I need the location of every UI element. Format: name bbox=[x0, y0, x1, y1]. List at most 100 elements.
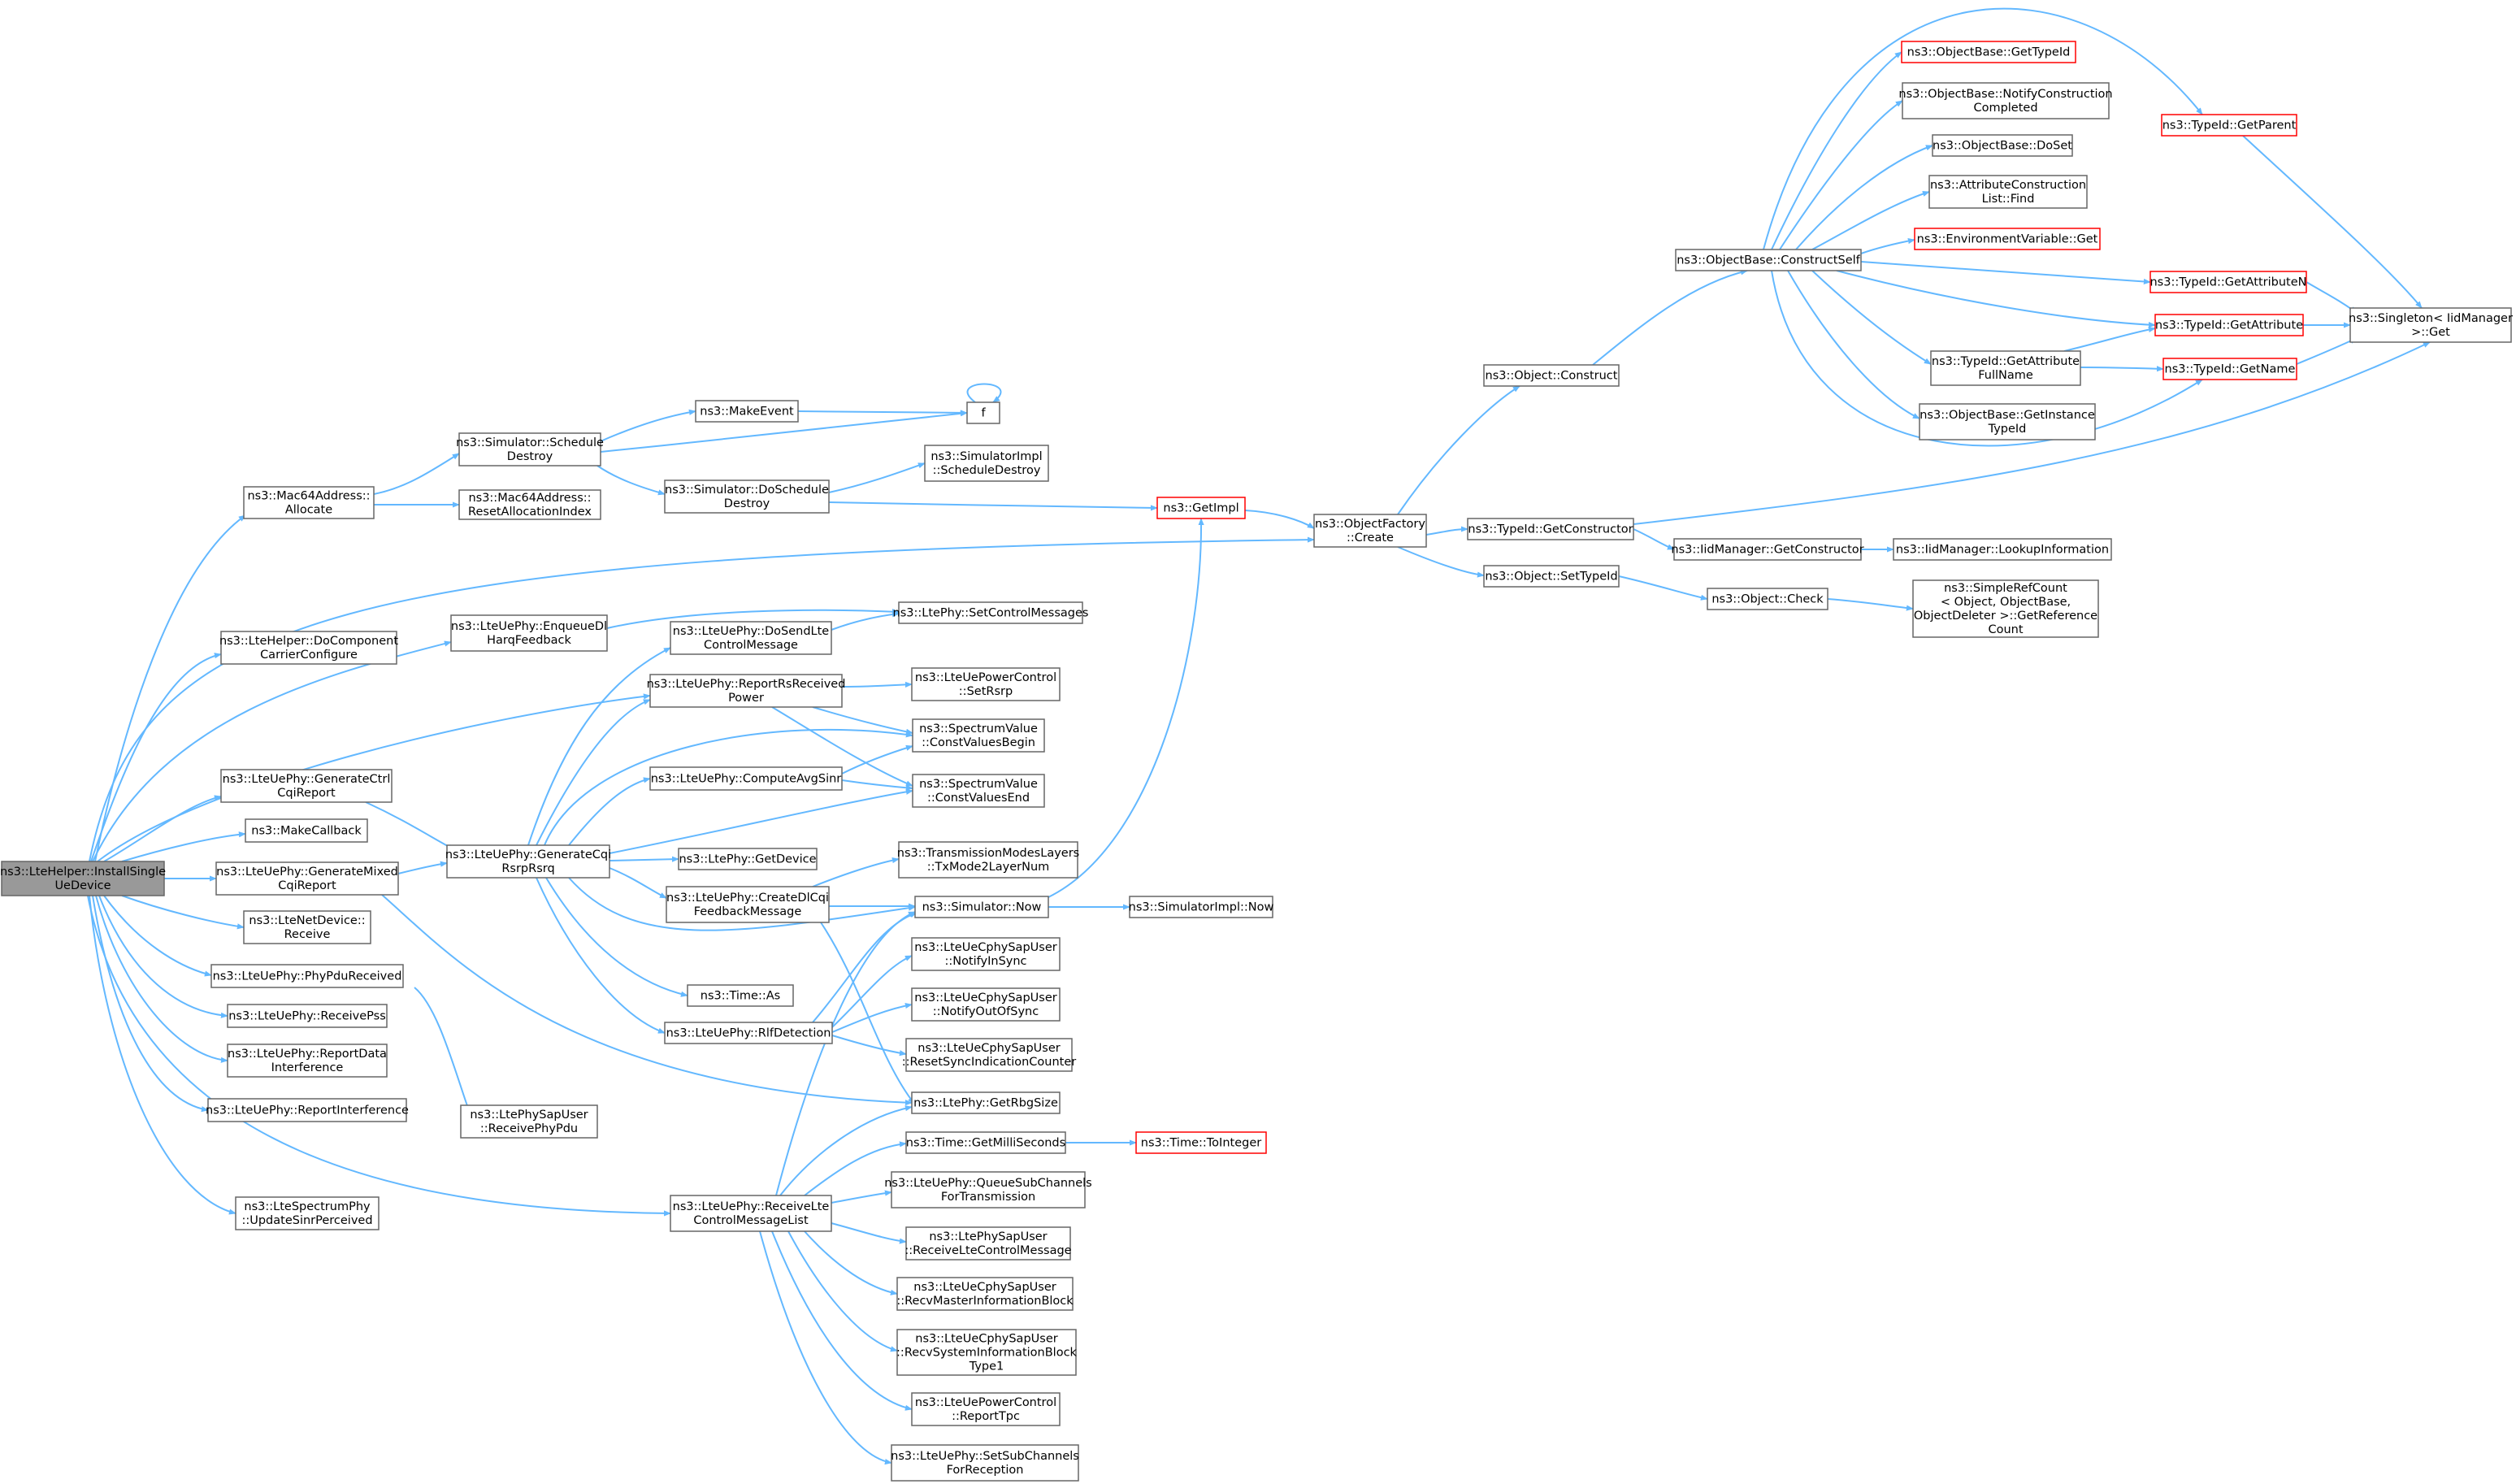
node-recvpss[interactable]: ns3::LteUePhy::ReceivePss bbox=[227, 1004, 388, 1028]
node-box bbox=[911, 1091, 1061, 1114]
node-phypdu[interactable]: ns3::LteUePhy::PhyPduReceived bbox=[210, 964, 404, 988]
node-box bbox=[891, 1444, 1079, 1482]
node-cv_end[interactable]: ns3::SpectrumValue::ConstValuesEnd bbox=[912, 774, 1045, 808]
edge-root-to-rep_intf bbox=[92, 895, 209, 1113]
node-label: ForReception bbox=[947, 1464, 1024, 1477]
node-recv_ctrl[interactable]: ns3::LteUePhy::ReceiveLteControlMessageL… bbox=[670, 1195, 832, 1232]
node-sim_now[interactable]: ns3::Simulator::Now bbox=[914, 896, 1049, 918]
node-recv_mib[interactable]: ns3::LteUeCphySapUser::RecvMasterInforma… bbox=[896, 1277, 1074, 1311]
node-obj_check[interactable]: ns3::Object::Check bbox=[1707, 588, 1828, 610]
edge-root-to-mac_alloc bbox=[94, 514, 246, 862]
node-box bbox=[670, 1195, 832, 1232]
node-obj_construct[interactable]: ns3::Object::Construct bbox=[1483, 364, 1620, 387]
node-label: ns3::Object::Construct bbox=[1486, 370, 1618, 383]
node-make_event[interactable]: ns3::MakeEvent bbox=[695, 400, 799, 423]
node-get_impl[interactable]: ns3::GetImpl bbox=[1156, 497, 1246, 519]
node-label: Count bbox=[1988, 623, 2023, 636]
edge-tid_getctor-to-singleton bbox=[1633, 341, 2431, 525]
node-reset_sync[interactable]: ns3::LteUeCphySapUser::ResetSyncIndicati… bbox=[902, 1038, 1077, 1072]
node-simimpl_now[interactable]: ns3::SimulatorImpl::Now bbox=[1129, 896, 1274, 918]
node-getdevice[interactable]: ns3::LtePhy::GetDevice bbox=[678, 848, 818, 870]
node-obj_settid[interactable]: ns3::Object::SetTypeId bbox=[1483, 565, 1620, 588]
node-label: ::ReceivePhyPdu bbox=[480, 1122, 578, 1135]
node-spec_upd[interactable]: ns3::LteSpectrumPhy::UpdateSinrPerceived bbox=[235, 1196, 380, 1230]
node-label: ns3::LteUeCphySapUser bbox=[913, 1281, 1056, 1294]
node-rep_intf[interactable]: ns3::LteUePhy::ReportInterference bbox=[206, 1098, 409, 1122]
node-tid_getattrn[interactable]: ns3::TypeId::GetAttributeN bbox=[2149, 271, 2307, 293]
edge-comp_avg-to-cv_begin bbox=[841, 744, 913, 775]
node-label: ns3::SpectrumValue bbox=[919, 778, 1038, 791]
node-label: >::Get bbox=[2411, 326, 2450, 339]
node-sched_destroy[interactable]: ns3::Simulator::ScheduleDestroy bbox=[456, 432, 604, 466]
edge-root-to-rep_data bbox=[95, 895, 228, 1063]
node-tid_getattr[interactable]: ns3::TypeId::GetAttribute bbox=[2154, 314, 2304, 336]
node-rbg[interactable]: ns3::LtePhy::GetRbgSize bbox=[911, 1091, 1061, 1114]
node-set_ctrl[interactable]: ns3::LtePhy::SetControlMessages bbox=[893, 601, 1089, 624]
node-txmode[interactable]: ns3::TransmissionModesLayers::TxMode2Lay… bbox=[897, 841, 1079, 879]
node-box bbox=[1467, 518, 1634, 540]
node-make_cb[interactable]: ns3::MakeCallback bbox=[245, 818, 368, 843]
node-simpleref[interactable]: ns3::SimpleRefCount< Object, ObjectBase,… bbox=[1912, 579, 2099, 638]
node-ob_notify[interactable]: ns3::ObjectBase::NotifyConstructionCompl… bbox=[1898, 82, 2113, 119]
node-label: ns3::Simulator::Now bbox=[922, 901, 1042, 914]
node-simimpl_sd[interactable]: ns3::SimulatorImpl::ScheduleDestroy bbox=[924, 445, 1049, 482]
node-netdev_recv[interactable]: ns3::LteNetDevice::Receive bbox=[243, 910, 371, 944]
node-singleton[interactable]: ns3::Singleton< IidManager>::Get bbox=[2349, 307, 2513, 343]
node-label: ns3::LteUePhy::ReceiveLte bbox=[673, 1200, 830, 1213]
node-label: Destroy bbox=[724, 497, 770, 510]
node-ob_doset[interactable]: ns3::ObjectBase::DoSet bbox=[1932, 134, 2073, 157]
node-env_get[interactable]: ns3::EnvironmentVariable::Get bbox=[1914, 228, 2101, 250]
node-lh_docc[interactable]: ns3::LteHelper::DoComponentCarrierConfig… bbox=[219, 631, 398, 665]
node-f[interactable]: f bbox=[966, 401, 1000, 424]
edge-root-to-gen_ctrl bbox=[103, 795, 222, 862]
node-iid_lookup[interactable]: ns3::IidManager::LookupInformation bbox=[1893, 538, 2112, 561]
node-comp_avg[interactable]: ns3::LteUePhy::ComputeAvgSinr bbox=[649, 766, 843, 791]
edge-ob_cs-to-env_get bbox=[1860, 237, 1915, 254]
node-box bbox=[243, 910, 371, 944]
node-milli[interactable]: ns3::Time::GetMilliSeconds bbox=[905, 1131, 1066, 1154]
node-rep_tpc[interactable]: ns3::LteUePowerControl::ReportTpc bbox=[911, 1392, 1061, 1426]
node-create_dl[interactable]: ns3::LteUePhy::CreateDlCqiFeedbackMessag… bbox=[666, 886, 830, 923]
node-rlf[interactable]: ns3::LteUePhy::RlfDetection bbox=[664, 1022, 833, 1044]
node-box bbox=[2162, 358, 2297, 380]
node-notify_out[interactable]: ns3::LteUeCphySapUser::NotifyOutOfSync bbox=[911, 987, 1061, 1022]
node-ob_gettid[interactable]: ns3::ObjectBase::GetTypeId bbox=[1901, 41, 2076, 63]
node-label: ::ConstValuesBegin bbox=[922, 736, 1035, 749]
node-tid_getname[interactable]: ns3::TypeId::GetName bbox=[2162, 358, 2297, 380]
node-of_create[interactable]: ns3::ObjectFactory::Create bbox=[1313, 514, 1427, 548]
node-tid_getctor[interactable]: ns3::TypeId::GetConstructor bbox=[1467, 518, 1634, 540]
node-set_rsrp[interactable]: ns3::LteUePowerControl::SetRsrp bbox=[911, 667, 1061, 701]
node-set_sub[interactable]: ns3::LteUePhy::SetSubChannelsForReceptio… bbox=[891, 1444, 1079, 1482]
node-sap_recvctrl[interactable]: ns3::LtePhySapUser::ReceiveLteControlMes… bbox=[904, 1226, 1072, 1261]
node-time_as[interactable]: ns3::Time::As bbox=[687, 984, 794, 1007]
node-queue_sub[interactable]: ns3::LteUePhy::QueueSubChannelsForTransm… bbox=[884, 1171, 1092, 1208]
node-label: ns3::LteUePhy::ReportInterference bbox=[206, 1104, 409, 1117]
node-iid_getctor[interactable]: ns3::IidManager::GetConstructor bbox=[1671, 538, 1864, 561]
edge-comp_avg-to-cv_end bbox=[841, 779, 913, 791]
edge-root-to-recv_ctrl bbox=[87, 895, 671, 1217]
node-label: ns3::ObjectBase::GetTypeId bbox=[1907, 46, 2071, 59]
node-ob_cs[interactable]: ns3::ObjectBase::ConstructSelf bbox=[1675, 249, 1862, 271]
node-mac_alloc[interactable]: ns3::Mac64Address::Allocate bbox=[243, 486, 375, 519]
node-tid_getparent[interactable]: ns3::TypeId::GetParent bbox=[2161, 114, 2297, 137]
node-notify_in[interactable]: ns3::LteUeCphySapUser::NotifyInSync bbox=[911, 937, 1061, 971]
node-sap_recvpdu[interactable]: ns3::LtePhySapUser::ReceivePhyPdu bbox=[460, 1104, 598, 1139]
edge-recv_ctrl-to-set_sub bbox=[759, 1230, 892, 1465]
node-recv_sib[interactable]: ns3::LteUeCphySapUser::RecvSystemInforma… bbox=[896, 1329, 1078, 1376]
node-cv_begin[interactable]: ns3::SpectrumValue::ConstValuesBegin bbox=[912, 718, 1045, 753]
node-to_integer[interactable]: ns3::Time::ToInteger bbox=[1135, 1131, 1267, 1154]
node-label: ns3::IidManager::GetConstructor bbox=[1671, 544, 1863, 557]
node-mac_reset[interactable]: ns3::Mac64Address::ResetAllocationIndex bbox=[458, 489, 601, 520]
